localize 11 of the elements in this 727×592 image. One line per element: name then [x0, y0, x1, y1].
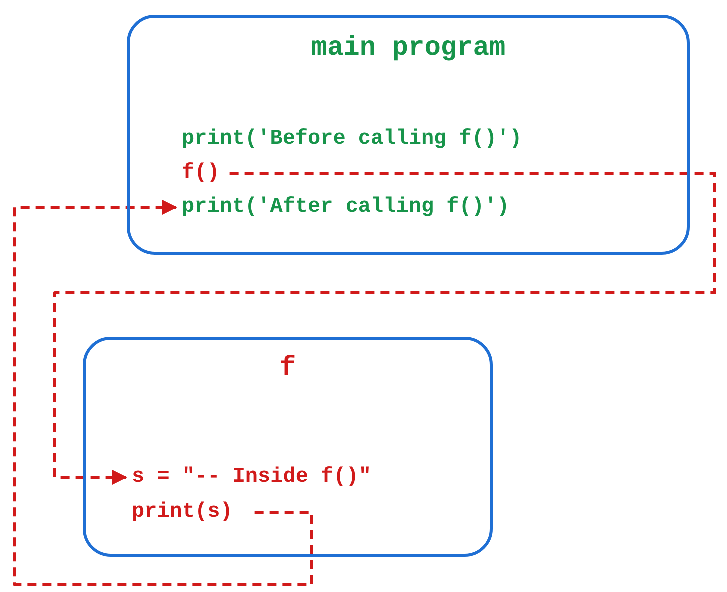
function-box	[127, 15, 690, 255]
code-line: s = "-- Inside f()"	[132, 466, 372, 489]
box-title: f	[278, 354, 298, 384]
code-line: f()	[182, 162, 220, 185]
code-line: print(s)	[132, 501, 233, 524]
dashed-arrow	[54, 172, 716, 485]
function-box	[83, 337, 493, 557]
dashed-arrow	[14, 200, 314, 586]
code-line: print('After calling f()')	[182, 196, 510, 219]
code-line: print('Before calling f()')	[182, 128, 522, 151]
box-title: main program	[310, 34, 507, 64]
